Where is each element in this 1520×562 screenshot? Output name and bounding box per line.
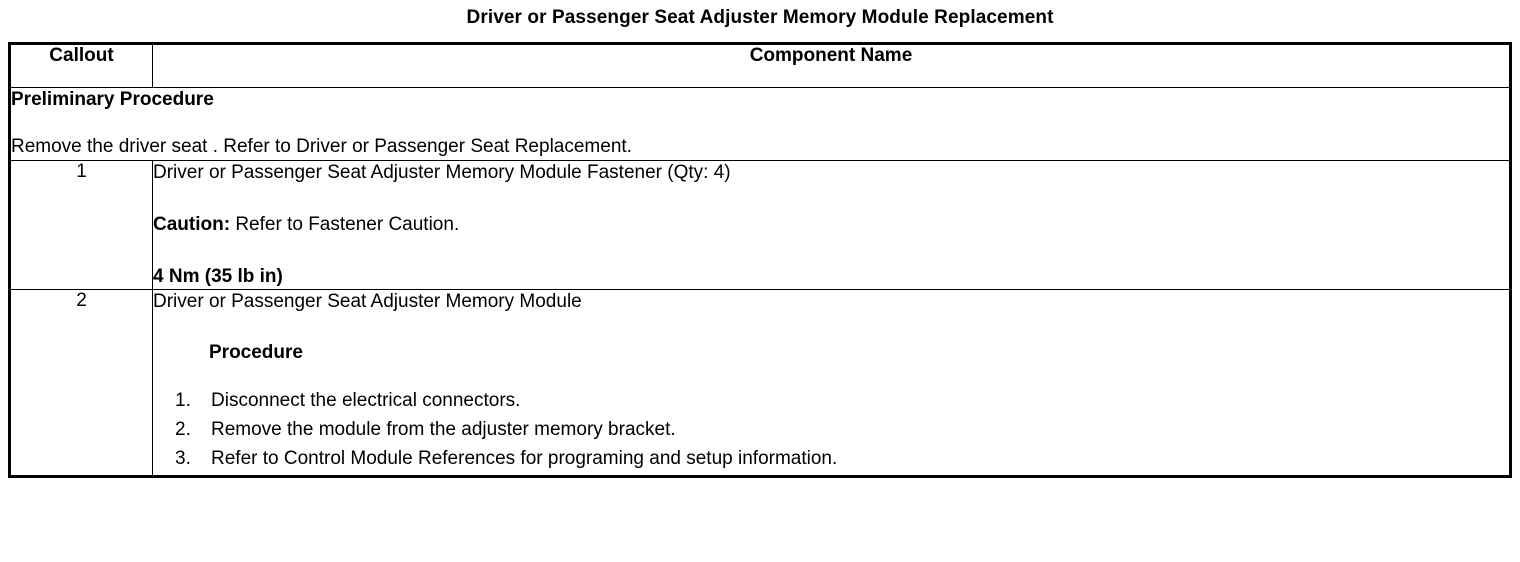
procedure-table: Callout Component Name Preliminary Proce… <box>8 42 1512 479</box>
table-row-preliminary: Preliminary Procedure Remove the driver … <box>9 86 1511 162</box>
step-number: 2. <box>175 418 191 440</box>
list-item: 2. Remove the module from the adjuster m… <box>153 418 1509 442</box>
step-text: Refer to Control Module References for p… <box>211 447 838 469</box>
table-body: Preliminary Procedure Remove the driver … <box>9 86 1511 478</box>
table-row: 2 Driver or Passenger Seat Adjuster Memo… <box>9 288 1511 478</box>
callout-number: 1 <box>9 160 153 290</box>
preliminary-procedure-cell: Preliminary Procedure Remove the driver … <box>9 86 1511 162</box>
component-cell: Driver or Passenger Seat Adjuster Memory… <box>152 288 1511 478</box>
step-number: 1. <box>175 390 191 412</box>
list-item: 1. Disconnect the electrical connectors. <box>153 389 1509 413</box>
procedure-step-list: 1. Disconnect the electrical connectors.… <box>153 389 1509 470</box>
column-header-component-name: Component Name <box>152 43 1511 88</box>
table-row: 1 Driver or Passenger Seat Adjuster Memo… <box>9 160 1511 290</box>
step-text: Disconnect the electrical connectors. <box>211 390 521 412</box>
table-header: Callout Component Name <box>9 43 1511 88</box>
column-header-callout: Callout <box>9 43 153 88</box>
step-number: 3. <box>175 447 191 469</box>
component-name-text: Driver or Passenger Seat Adjuster Memory… <box>153 290 582 312</box>
caution-line: Caution: Refer to Fastener Caution. <box>153 213 1509 237</box>
procedure-heading: Procedure <box>209 342 303 364</box>
list-item: 3. Refer to Control Module References fo… <box>153 447 1509 471</box>
component-name-text: Driver or Passenger Seat Adjuster Memory… <box>153 162 731 184</box>
component-cell: Driver or Passenger Seat Adjuster Memory… <box>152 160 1511 290</box>
preliminary-procedure-heading: Preliminary Procedure <box>11 89 214 110</box>
caution-label: Caution: <box>153 214 231 236</box>
caution-text: Refer to Fastener Caution. <box>235 214 460 236</box>
callout-number: 2 <box>9 288 153 478</box>
step-text: Remove the module from the adjuster memo… <box>211 418 676 440</box>
procedure-table-container: Callout Component Name Preliminary Proce… <box>8 42 1512 479</box>
torque-specification: 4 Nm (35 lb in) <box>153 265 283 287</box>
page-title: Driver or Passenger Seat Adjuster Memory… <box>466 7 1054 28</box>
table-header-row: Callout Component Name <box>9 43 1511 88</box>
preliminary-procedure-text: Remove the driver seat . Refer to Driver… <box>11 135 632 157</box>
